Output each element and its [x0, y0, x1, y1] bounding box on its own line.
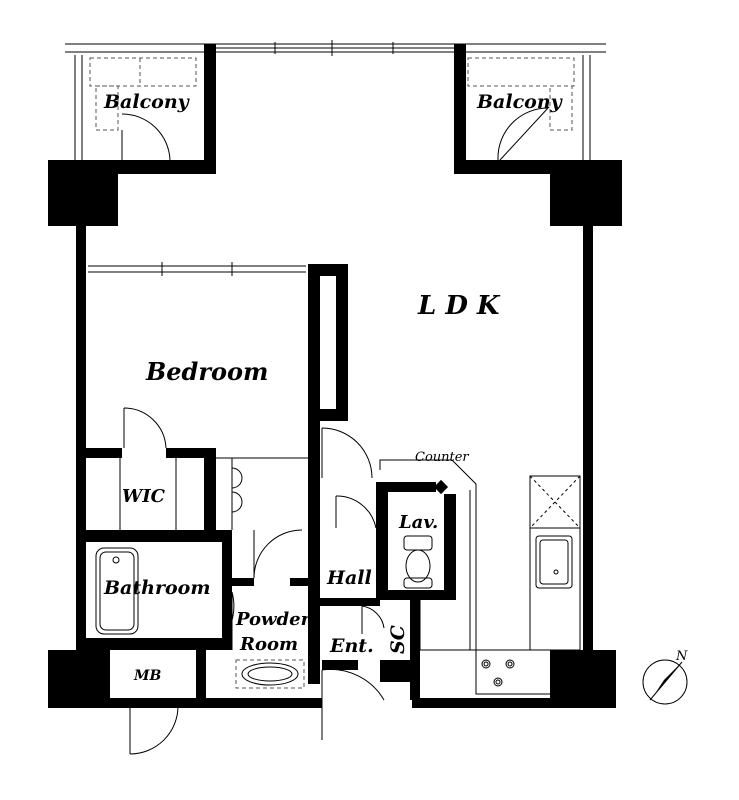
compass-icon: N [642, 649, 688, 705]
kitchen [475, 475, 581, 695]
powder-sink-icon [235, 659, 305, 689]
walls [48, 44, 622, 708]
label-powder-room-2: Room [239, 634, 298, 655]
bedroom-window [88, 262, 306, 276]
label-meter-box: MB [133, 668, 161, 684]
compass-north-label: N [675, 649, 688, 664]
doors [121, 107, 549, 755]
closet-hangers [119, 457, 308, 530]
label-bedroom: Bedroom [145, 357, 268, 386]
label-powder-room-1: Powder [235, 609, 312, 630]
label-shoe-closet: SC [387, 625, 409, 654]
stove-icon [481, 659, 515, 687]
label-balcony-left: Balcony [103, 91, 191, 113]
label-wic: WIC [122, 486, 166, 507]
toilet-icon [403, 535, 433, 589]
label-lav: Lav. [398, 512, 438, 533]
balcony-railings [74, 55, 591, 160]
label-bathroom: Bathroom [103, 577, 210, 599]
top-railing [65, 40, 606, 56]
counter-outline [379, 459, 477, 651]
label-ldk: L D K [417, 291, 501, 321]
label-entrance: Ent. [329, 635, 374, 657]
label-counter: Counter [415, 450, 469, 465]
label-balcony-right: Balcony [476, 91, 564, 113]
label-hall: Hall [326, 567, 372, 589]
bathtub-icon [95, 547, 139, 635]
